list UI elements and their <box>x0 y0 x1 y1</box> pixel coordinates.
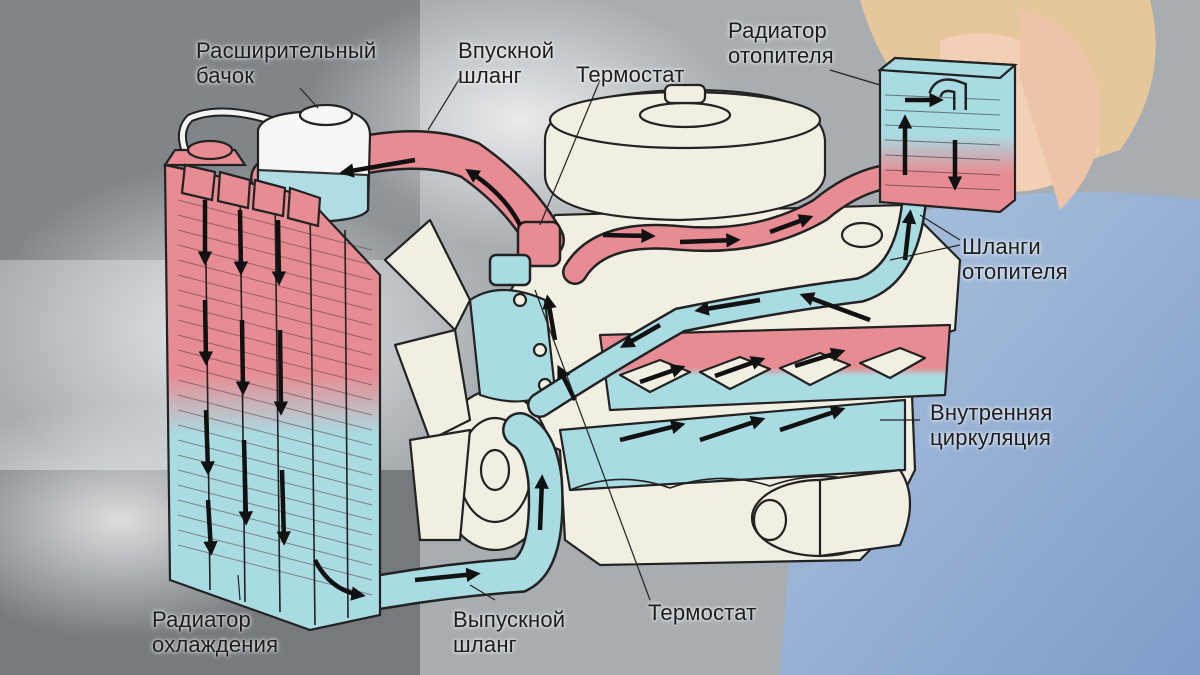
label-expansion-tank: Расширительный бачок <box>196 38 376 88</box>
label-heater-radiator-line1: Радиатор <box>728 18 827 43</box>
label-outlet-hose-line2: шланг <box>453 632 517 657</box>
label-thermostat-top-text: Термостат <box>576 62 685 87</box>
label-heater-radiator: Радиатор отопителя <box>728 18 834 68</box>
engine-block <box>383 83 962 567</box>
label-inlet-hose-line1: Впускной <box>458 38 555 63</box>
label-inlet-hose-line2: шланг <box>458 63 522 88</box>
label-inlet-hose: Впускной шланг <box>458 38 554 88</box>
label-expansion-tank-line2: бачок <box>196 63 255 88</box>
label-heater-hoses: Шланги отопителя <box>962 234 1068 284</box>
label-thermostat-bottom-text: Термостат <box>648 600 757 625</box>
label-heater-hoses-line2: отопителя <box>962 259 1068 284</box>
label-cooling-radiator-line1: Радиатор <box>152 607 251 632</box>
label-expansion-tank-line1: Расширительный <box>196 38 377 63</box>
label-outlet-hose-line1: Выпускной <box>453 607 566 632</box>
label-heater-radiator-line2: отопителя <box>728 43 834 68</box>
label-internal-circulation-line2: циркуляция <box>930 425 1052 450</box>
label-internal-circulation-line1: Внутренняя <box>930 400 1053 425</box>
label-heater-hoses-line1: Шланги <box>962 234 1041 259</box>
flow-arrows <box>197 92 963 601</box>
heater-radiator <box>877 56 1018 214</box>
leader-lines <box>237 69 961 601</box>
label-cooling-radiator-line2: охлаждения <box>152 632 279 657</box>
label-internal-circulation: Внутренняя циркуляция <box>930 400 1053 450</box>
label-thermostat-bottom: Термостат <box>648 600 757 625</box>
label-outlet-hose: Выпускной шланг <box>453 607 565 657</box>
label-thermostat-top: Термостат <box>576 62 685 87</box>
label-cooling-radiator: Радиатор охлаждения <box>152 607 278 657</box>
